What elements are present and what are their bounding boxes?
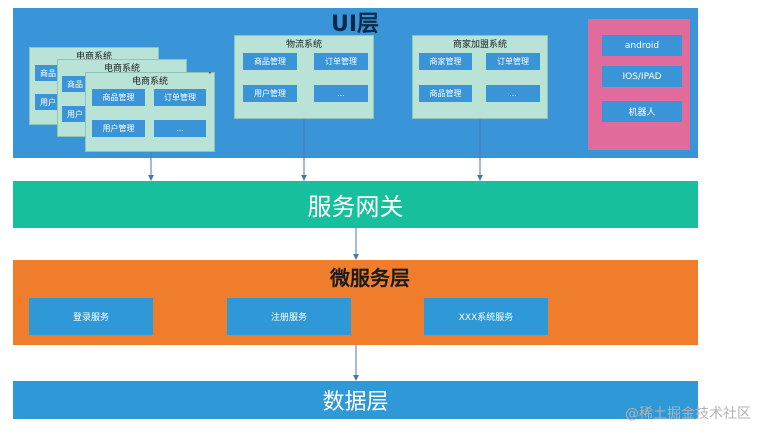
- ecommerce-chip-more: ...: [154, 120, 206, 137]
- merchant-chip-more: ...: [486, 85, 540, 102]
- ecommerce-card-back-chip-user: 用户: [35, 94, 61, 110]
- ui-layer-title: UI层: [330, 12, 380, 37]
- merchant-chip-order-mgmt: 订单管理: [486, 53, 540, 70]
- ecommerce-card-middle-title: 电商系统: [103, 63, 140, 74]
- device-ios-ipad: IOS/IPAD: [602, 66, 682, 87]
- service-login: 登录服务: [29, 298, 153, 335]
- merchant-join-card: 商家加盟系统 商家管理 订单管理 商品管理 ...: [412, 35, 548, 119]
- service-gateway: 服务网关: [13, 181, 698, 228]
- service-register: 注册服务: [227, 298, 351, 335]
- logistics-chip-user-mgmt: 用户管理: [243, 85, 297, 102]
- ecommerce-card-front-title: 电商系统: [131, 76, 168, 87]
- merchant-chip-merchant-mgmt: 商家管理: [419, 53, 472, 70]
- ecommerce-card-front: 电商系统 商品管理 订单管理 用户管理 ...: [85, 72, 215, 152]
- device-robot: 机器人: [602, 101, 682, 122]
- service-xxx-system: XXX系统服务: [424, 298, 548, 335]
- ecommerce-chip-user-mgmt: 用户管理: [92, 120, 145, 137]
- ecommerce-card-middle-chip-user: 用户: [62, 106, 88, 122]
- watermark: @稀土掘金技术社区: [625, 406, 751, 422]
- logistics-chip-order-mgmt: 订单管理: [314, 53, 368, 70]
- ecommerce-card-back-title: 电商系统: [75, 51, 112, 62]
- data-layer: 数据层: [13, 381, 698, 419]
- micro-service-layer-title: 微服务层: [330, 265, 410, 290]
- ecommerce-card-middle-chip-product: 商品: [62, 76, 88, 92]
- ecommerce-card-back-chip-product: 商品: [35, 65, 61, 81]
- ecommerce-chip-product-mgmt: 商品管理: [92, 89, 145, 106]
- logistics-chip-more: ...: [314, 85, 368, 102]
- device-android: android: [602, 35, 682, 56]
- logistics-card-title: 物流系统: [285, 39, 322, 50]
- logistics-card: 物流系统 商品管理 订单管理 用户管理 ...: [234, 35, 374, 119]
- merchant-join-card-title: 商家加盟系统: [452, 39, 507, 50]
- merchant-chip-product-mgmt: 商品管理: [419, 85, 472, 102]
- logistics-chip-product-mgmt: 商品管理: [243, 53, 297, 70]
- ecommerce-chip-order-mgmt: 订单管理: [154, 89, 206, 106]
- stray-dot: ·: [208, 66, 212, 80]
